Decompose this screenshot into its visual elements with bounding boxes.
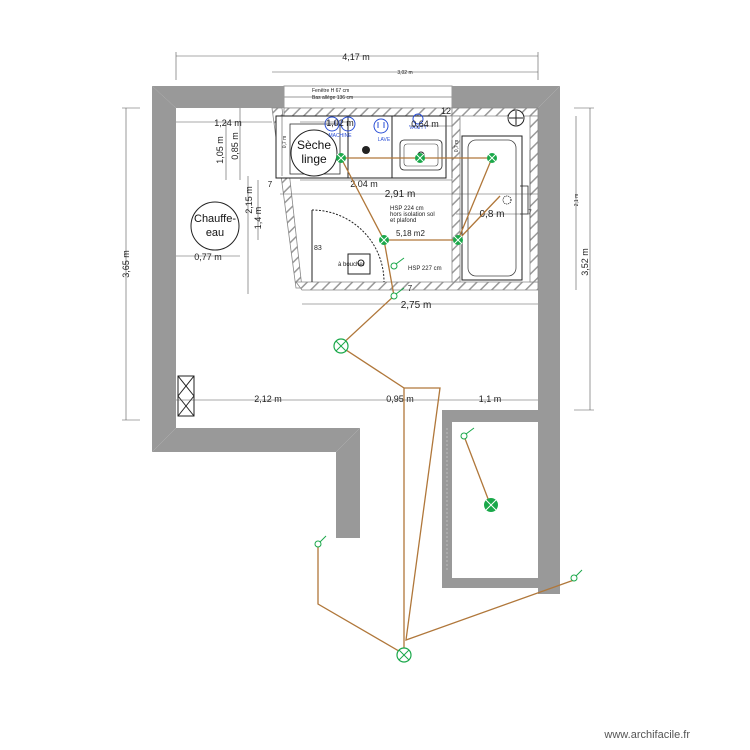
- washing-machine: [347, 115, 393, 179]
- dim-2-15: 2,15 m: [244, 186, 254, 214]
- light-icon: [487, 153, 497, 163]
- outlet-symbols: [324, 113, 424, 134]
- dim-2-91: 2,91 m: [385, 189, 416, 200]
- hsp2-label: HSP 227 cm: [408, 266, 442, 272]
- outlet-icon: [412, 113, 424, 125]
- dim-1-02: 1,02 m: [326, 118, 354, 128]
- dim-7-c: 7: [528, 210, 532, 216]
- dim-1-24: 1,24 m: [214, 118, 242, 128]
- dim-1-1: 1,1 m: [479, 394, 502, 404]
- dim-1-05: 1,05 m: [215, 136, 225, 164]
- light-fixtures: [333, 153, 498, 663]
- lave-label: LAVE: [378, 137, 391, 143]
- window: [283, 85, 453, 109]
- light-icon: [379, 235, 389, 245]
- right-wall: [538, 86, 560, 594]
- dryer-label-2: linge: [301, 152, 327, 166]
- dim-2-75: 2,75 m: [401, 300, 432, 311]
- plug-label: à boucher: [338, 262, 365, 268]
- switch-icon: [390, 287, 405, 300]
- dim-7-a: 7: [268, 180, 273, 189]
- vanity-label: VANITY: [409, 125, 427, 131]
- dim-0-8: 0,8 m: [479, 209, 504, 220]
- area-label: 5,18 m2: [396, 229, 425, 238]
- dim-1-4: 1,4 m: [253, 207, 263, 230]
- light-icon: [415, 153, 425, 163]
- heater-label-2: eau: [206, 227, 224, 239]
- radiator-icon: [177, 375, 195, 417]
- shower: [461, 109, 529, 281]
- site-watermark: www.archifacile.fr: [603, 729, 690, 741]
- water-heater: [190, 201, 240, 251]
- switch-icon: [390, 257, 405, 270]
- outlet-icon: [340, 116, 356, 132]
- dim-0-7-b: 0,7 m: [454, 140, 460, 153]
- left-wall: [152, 86, 176, 452]
- bathroom-door: [311, 209, 385, 283]
- dim-3-65: 3,65 m: [121, 250, 131, 278]
- heater-label-1: Chauffe-: [194, 213, 236, 225]
- top-right-wall: [452, 86, 560, 108]
- dim-0-7-a: 0,7 m: [282, 136, 288, 149]
- right-room-bottom-wall: [442, 578, 538, 588]
- dim-0-64: 0,64 m: [411, 119, 439, 129]
- light-icon: [484, 498, 498, 512]
- dim-3-52: 3,52 m: [580, 248, 590, 276]
- hsp-label-1: HSP 224 cm: [390, 206, 424, 212]
- hsp-label-3: et plafond: [390, 218, 416, 224]
- bottom-left-wall: [152, 428, 360, 452]
- dim-0-77: 0,77 m: [194, 252, 222, 262]
- light-icon: [396, 647, 412, 663]
- right-room-top-wall: [442, 410, 538, 422]
- dim-2-12: 2,12 m: [254, 394, 282, 404]
- door-83-label: 83: [314, 245, 322, 252]
- switch-icon: [460, 427, 475, 440]
- dryer-label-1: Sèche: [297, 138, 331, 152]
- corridor-wall: [336, 428, 360, 538]
- dim-window-span: 3,02 m: [397, 70, 412, 76]
- outlet-icon: [324, 116, 340, 132]
- walls: [152, 86, 560, 594]
- light-icon: [333, 338, 349, 354]
- dim-12: 12: [441, 106, 451, 116]
- machine-label: MACHINE: [328, 133, 352, 139]
- dim-7-b: 7: [408, 284, 413, 293]
- dim-2-04: 2,04 m: [350, 179, 378, 189]
- hsp-label-2: hors isolation sol: [390, 212, 435, 218]
- dim-2-1: 2,1 m: [574, 194, 580, 207]
- dim-total-width: 4,17 m: [342, 52, 370, 62]
- switch-icon: [570, 569, 583, 582]
- light-icon: [336, 153, 346, 163]
- switch-icon: [314, 535, 327, 548]
- switches: [314, 257, 583, 582]
- window-label-2: Bas allège 136 cm: [312, 95, 353, 101]
- top-left-wall: [152, 86, 284, 108]
- dim-0-85: 0,85 m: [230, 132, 240, 160]
- outlet-icon: [373, 118, 389, 134]
- light-icon: [453, 235, 463, 245]
- dim-0-95: 0,95 m: [386, 394, 414, 404]
- window-label-1: Fenêtre H 67 cm: [312, 88, 349, 94]
